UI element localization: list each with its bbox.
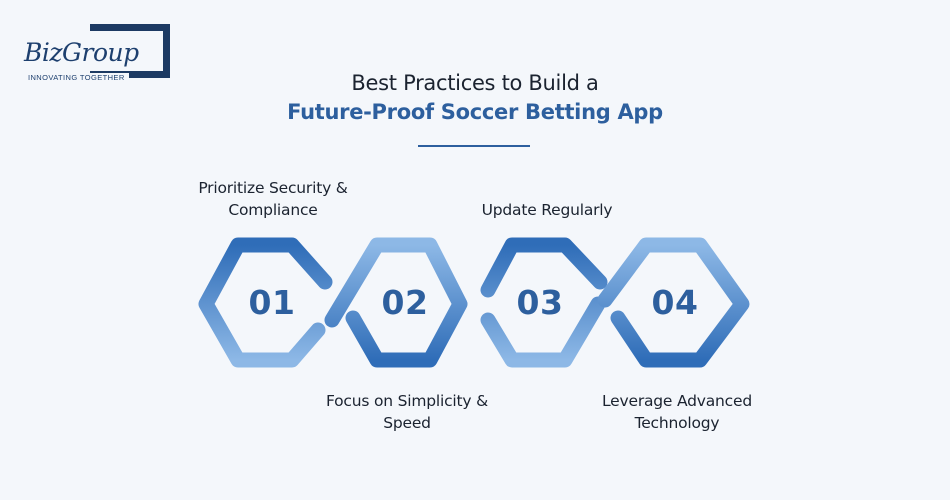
step-01-number: 01 — [248, 283, 296, 322]
step-04-number: 04 — [651, 283, 699, 322]
page-title: Best Practices to Build a — [351, 71, 599, 95]
hexagon-03-outline — [480, 237, 608, 368]
page-title-highlight: Future-Proof Soccer Betting App — [287, 100, 663, 124]
logo-wordmark: BizGroup — [24, 38, 141, 67]
step-01-label: Prioritize Security & Compliance — [198, 179, 348, 219]
hexagon-04-outline — [597, 237, 750, 368]
title-underline — [418, 145, 530, 147]
logo-frame — [90, 24, 170, 78]
step-03-label: Update Regularly — [481, 201, 613, 219]
step-02-label: Focus on Simplicity & Speed — [325, 392, 489, 432]
step-04-label: Leverage Advanced Technology — [602, 392, 752, 432]
logo-tagline: INNOVATING TOGETHER — [28, 73, 129, 82]
step-03-number: 03 — [516, 283, 564, 322]
hexagon-01-outline — [198, 237, 333, 368]
hexagon-02-outline — [324, 237, 468, 368]
step-02-number: 02 — [381, 283, 429, 322]
company-logo: BizGroup INNOVATING TOGETHER — [20, 24, 170, 84]
